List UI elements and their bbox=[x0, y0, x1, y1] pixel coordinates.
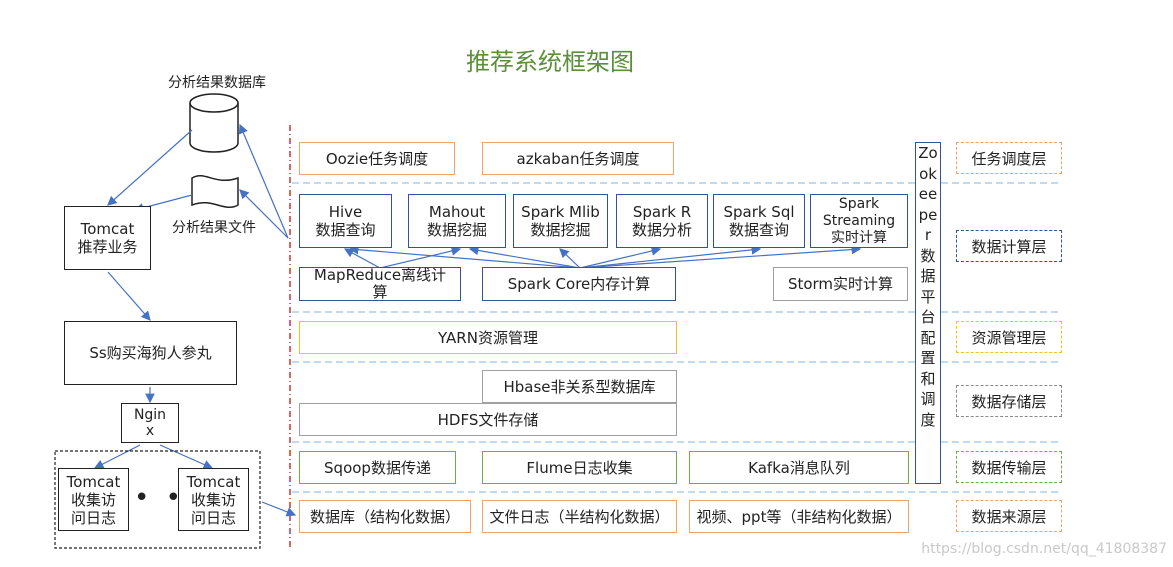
tomcat-log-box-1: Tomcat 收集访 问日志 bbox=[58, 468, 129, 531]
zookeeper-box: Zookeeper数据平台配置和调度 bbox=[915, 142, 941, 484]
layer-source: 数据来源层 bbox=[956, 500, 1062, 532]
source-db-box: 数据库（结构化数据） bbox=[299, 500, 471, 533]
azkaban-box: azkaban任务调度 bbox=[482, 142, 674, 175]
spark-core-box: Spark Core内存计算 bbox=[482, 267, 676, 301]
tomcat-log-box-2: Tomcat 收集访 问日志 bbox=[178, 468, 249, 531]
layer-storage: 数据存储层 bbox=[956, 385, 1062, 417]
log-collector-frame bbox=[54, 450, 261, 549]
layer-transfer: 数据传输层 bbox=[956, 451, 1062, 483]
layer-compute: 数据计算层 bbox=[956, 230, 1062, 262]
database-label: 分析结果数据库 bbox=[168, 75, 266, 91]
hive-box: Hive 数据查询 bbox=[299, 194, 392, 248]
layer-resource: 资源管理层 bbox=[956, 321, 1062, 353]
spark-mlib-box: Spark Mlib 数据挖掘 bbox=[513, 194, 608, 248]
storm-box: Storm实时计算 bbox=[773, 267, 908, 301]
kafka-box: Kafka消息队列 bbox=[689, 451, 909, 484]
shop-box: Ss购买海狗人参丸 bbox=[64, 321, 237, 385]
file-label: 分析结果文件 bbox=[172, 220, 256, 236]
hbase-box: Hbase非关系型数据库 bbox=[482, 370, 677, 403]
spark-r-box: Spark R 数据分析 bbox=[616, 194, 708, 248]
source-video-box: 视频、ppt等（非结构化数据） bbox=[689, 500, 909, 533]
flume-box: Flume日志收集 bbox=[482, 451, 677, 484]
layer-task: 任务调度层 bbox=[956, 142, 1062, 174]
nginx-box: Ngin x bbox=[121, 403, 179, 443]
tomcat-recommend-box: Tomcat 推荐业务 bbox=[64, 206, 151, 270]
mapreduce-box: MapReduce离线计 算 bbox=[299, 267, 461, 301]
spark-sql-box: Spark Sql 数据查询 bbox=[713, 194, 805, 248]
source-file-log-box: 文件日志（半结构化数据） bbox=[482, 500, 677, 533]
zookeeper-label: Zookeeper数据平台配置和调度 bbox=[918, 144, 938, 429]
diagram-title: 推荐系统框架图 bbox=[466, 48, 634, 76]
yarn-box: YARN资源管理 bbox=[299, 321, 677, 354]
mahout-box: Mahout 数据挖掘 bbox=[408, 194, 506, 248]
hdfs-box: HDFS文件存储 bbox=[299, 403, 677, 436]
watermark: https://blog.csdn.net/qq_41808387 bbox=[921, 541, 1167, 557]
spark-streaming-box: Spark Streaming 实时计算 bbox=[810, 194, 908, 248]
sqoop-box: Sqoop数据传递 bbox=[299, 451, 456, 484]
database-icon bbox=[189, 93, 239, 153]
file-icon bbox=[191, 175, 239, 208]
oozie-box: Oozie任务调度 bbox=[299, 142, 455, 175]
